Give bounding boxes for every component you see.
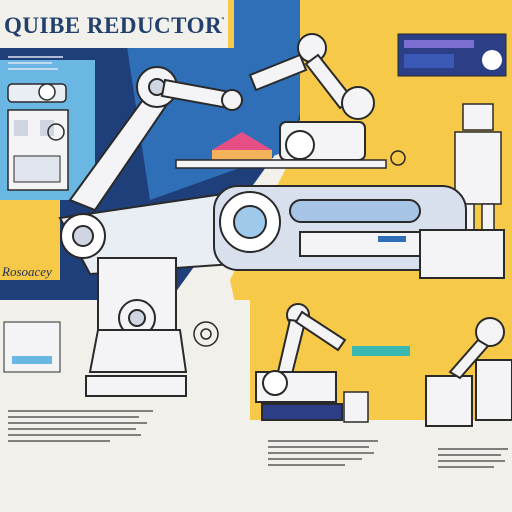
central-robot-arm-icon <box>58 185 505 279</box>
central-base-icon <box>85 257 188 397</box>
top-right-robot-arm-icon <box>248 33 375 161</box>
teal-bar <box>352 346 410 356</box>
left-yellow-block <box>0 190 60 280</box>
platform-icon <box>175 132 387 169</box>
left-robot-icon <box>7 83 69 191</box>
monitor-icon <box>397 33 507 77</box>
mini-panel-icon <box>3 321 61 373</box>
text-block-left-top <box>8 56 63 74</box>
lower-robot-arm-icon <box>255 303 347 421</box>
text-block-left-bottom <box>8 410 153 446</box>
right-robot-icon <box>454 103 502 231</box>
text-block-middle-bottom <box>268 440 378 470</box>
upper-robot-arm-icon <box>68 66 243 212</box>
lower-right-robot-icon <box>425 317 512 427</box>
poster-title: QUIBE REDUCTORYG <box>4 13 224 38</box>
text-block-right-bottom <box>438 448 508 472</box>
gear-icon <box>47 123 406 347</box>
side-label: Rosoacey <box>2 264 52 279</box>
